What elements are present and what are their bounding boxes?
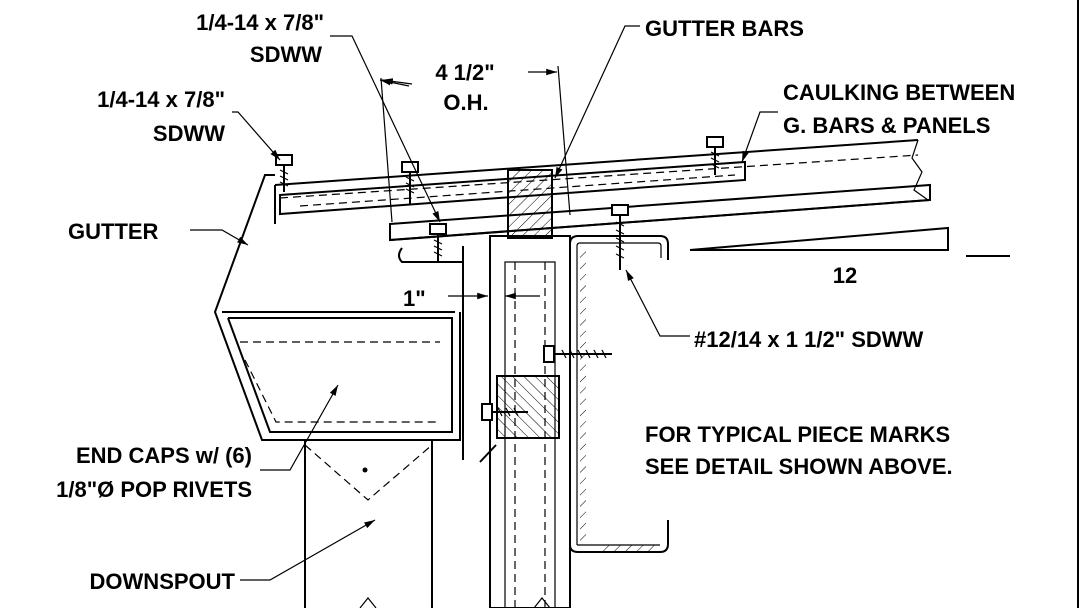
rivet-tab (479, 444, 497, 463)
slope-indicator (689, 226, 1010, 257)
downspout (304, 440, 433, 609)
label-screw-right: #12/14 x 1 1/2" SDWW (694, 327, 924, 352)
screw-side-2 (481, 403, 528, 421)
wall-stud (489, 235, 571, 609)
gutter (213, 174, 464, 460)
leader-screw-left (232, 111, 281, 161)
screw-side-1 (543, 345, 612, 363)
z-purlin (569, 235, 669, 553)
label-gutter-bars: GUTTER BARS (645, 16, 804, 41)
label-overhang-1: 4 1/2" (435, 60, 494, 85)
leader-screw-right (625, 269, 690, 337)
label-caulking-2: G. BARS & PANELS (783, 113, 990, 138)
screw-top-4 (706, 136, 724, 175)
screw-purlin (611, 204, 629, 270)
label-downspout: DOWNSPOUT (90, 569, 236, 594)
screw-top-3 (429, 223, 447, 262)
leader-gutter-bars (554, 25, 640, 179)
label-gutter: GUTTER (68, 219, 159, 244)
screw-top-2 (401, 161, 419, 205)
label-note-1: FOR TYPICAL PIECE MARKS (645, 422, 950, 447)
label-slope: 12 (833, 263, 857, 288)
label-note-2: SEE DETAIL SHOWN ABOVE. (645, 454, 953, 479)
label-screw-left-2: SDWW (153, 121, 225, 146)
label-one-inch: 1" (403, 286, 426, 311)
gutter-bars (279, 160, 931, 242)
screw-top-1 (275, 154, 293, 192)
label-screw-top-2: SDWW (250, 42, 322, 67)
leader-gutter (190, 229, 249, 246)
label-end-caps-1: END CAPS w/ (6) (76, 443, 252, 468)
leader-downspout (240, 519, 376, 581)
label-screw-left-1: 1/4-14 x 7/8" (97, 87, 225, 112)
leader-screw-top (330, 35, 441, 223)
label-overhang-2: O.H. (443, 90, 488, 115)
label-end-caps-2: 1/8"Ø POP RIVETS (56, 477, 252, 502)
label-caulking-1: CAULKING BETWEEN (783, 80, 1015, 105)
leader-end-caps (260, 384, 339, 471)
label-screw-top-1: 1/4-14 x 7/8" (196, 10, 324, 35)
wood-blocking-top (507, 169, 553, 239)
leader-caulking (741, 111, 778, 163)
